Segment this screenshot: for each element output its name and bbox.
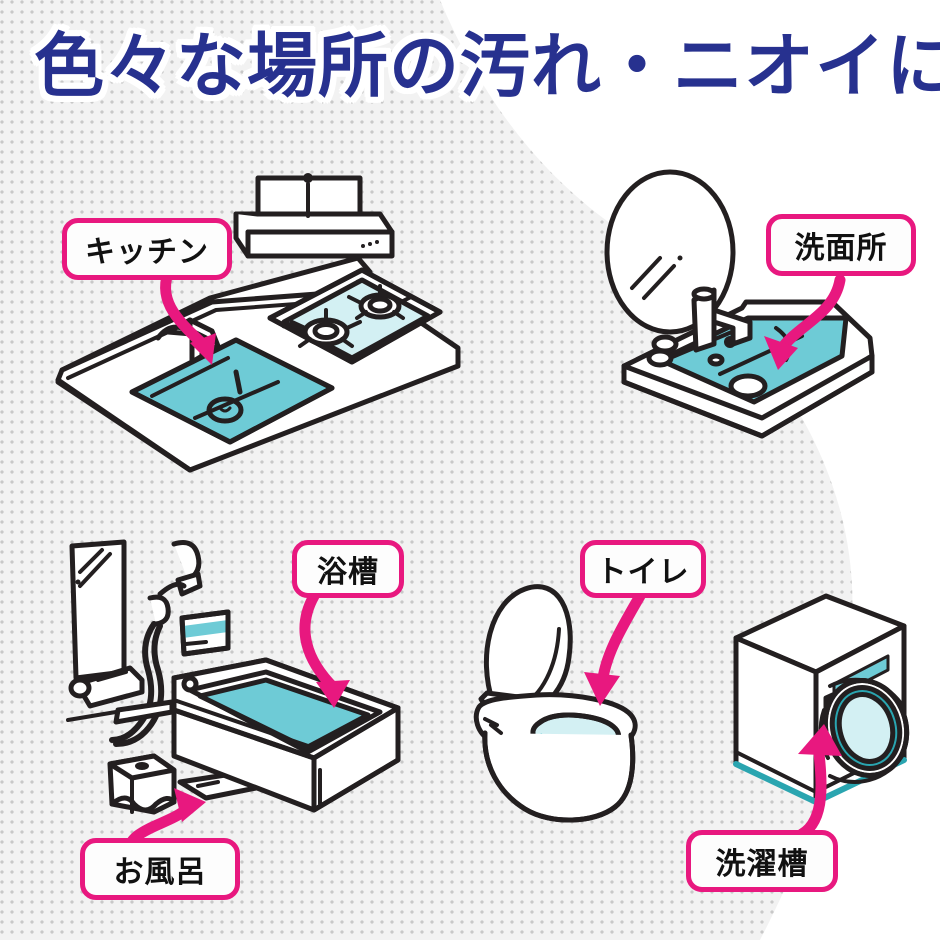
kitchen-pointer-arrow [160,267,216,365]
toilet-illustration [455,575,705,825]
toilet-pointer-arrow [584,590,646,706]
callout-washer-label: 洗濯槽 [715,848,809,881]
bathroom-illustration [50,520,460,850]
callout-kitchen-label: キッチン [85,236,209,269]
washroom-illustration [570,160,930,450]
callout-washer[interactable]: 洗濯槽 [686,830,838,892]
callout-toilet[interactable]: トイレ [580,540,706,598]
kitchen-illustration [40,170,461,473]
callout-bath-label: お風呂 [113,856,207,889]
bathtub-pointer-arrow [299,590,350,708]
washing-machine-illustration [708,588,938,838]
callout-toilet-label: トイレ [596,556,690,589]
callout-bathtub-label: 浴槽 [317,556,379,589]
washer-pointer-arrow [796,724,842,840]
callout-bathtub[interactable]: 浴槽 [292,540,404,598]
callout-washroom[interactable]: 洗面所 [766,214,916,276]
callout-bath[interactable]: お風呂 [80,838,240,900]
callout-washroom-label: 洗面所 [794,232,888,265]
callout-kitchen[interactable]: キッチン [62,218,232,280]
washroom-pointer-arrow [764,274,846,370]
